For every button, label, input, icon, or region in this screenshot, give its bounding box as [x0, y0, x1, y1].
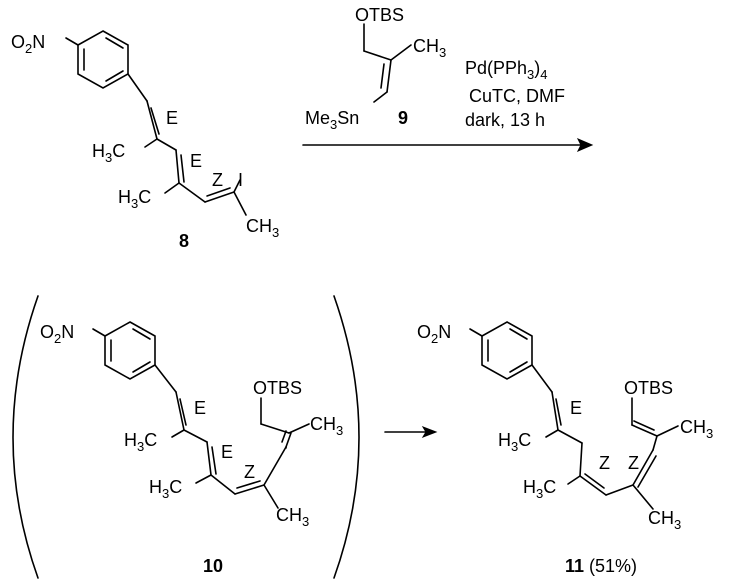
stannane-label: Me3Sn	[305, 108, 359, 132]
right-bracket	[333, 295, 360, 579]
benzene-ring	[77, 30, 129, 89]
compound-10: O2N OTBS CH3 H3C H3C CH3	[12, 295, 360, 579]
otbs-label: OTBS	[624, 378, 673, 398]
stereo-label-e: E	[190, 151, 202, 171]
otbs-label: OTBS	[253, 378, 302, 398]
stereo-label-e: E	[194, 398, 206, 418]
methyl-label: H3C	[149, 477, 182, 501]
stereo-label-z: Z	[212, 170, 223, 190]
reaction-arrow	[384, 426, 438, 438]
methyl-label: H3C	[92, 141, 125, 165]
reaction-arrow	[302, 138, 594, 152]
no2-group: O2N	[40, 322, 74, 346]
catalyst-label: Pd(PPh3)4	[465, 58, 548, 82]
compound-number: 8	[179, 231, 189, 251]
methyl-label: H3C	[523, 477, 556, 501]
methyl-label: CH3	[413, 36, 446, 60]
stereo-label-z: Z	[244, 462, 255, 482]
stereo-label-z: Z	[599, 453, 610, 473]
otbs-label: OTBS	[355, 5, 404, 25]
condition-label: dark, 13 h	[465, 110, 545, 130]
methyl-label: H3C	[124, 430, 157, 454]
stereo-label-e: E	[570, 398, 582, 418]
no2-group: O2N	[11, 32, 45, 56]
methyl-label: CH3	[246, 216, 279, 240]
methyl-label: H3C	[498, 430, 531, 454]
stereo-label-e: E	[221, 442, 233, 462]
left-bracket	[12, 295, 39, 579]
methyl-label: CH3	[310, 414, 343, 438]
compound-11: O2N OTBS CH3 H3C H3C CH3 E	[417, 321, 713, 576]
additive-label: CuTC, DMF	[469, 86, 565, 106]
iodine-label: I	[238, 170, 243, 190]
benzene-ring	[104, 321, 156, 380]
compound-8: O2N I H3C H3C CH3 E E Z 8	[11, 30, 279, 251]
compound-number: 10	[203, 556, 223, 576]
methyl-label: CH3	[680, 417, 713, 441]
compound-number: 9	[398, 108, 408, 128]
benzene-ring	[481, 321, 533, 380]
stereo-label-z: Z	[628, 453, 639, 473]
no2-group: O2N	[417, 322, 451, 346]
compound-number-with-yield: 11(51%)	[565, 556, 637, 576]
stereo-label-e: E	[166, 108, 178, 128]
methyl-label: CH3	[276, 505, 309, 529]
methyl-label: CH3	[648, 508, 681, 532]
reaction-conditions: Pd(PPh3)4 CuTC, DMF dark, 13 h	[465, 58, 565, 130]
reagent-9: OTBS CH3 Me3Sn 9	[305, 5, 446, 132]
methyl-label: H3C	[118, 187, 151, 211]
